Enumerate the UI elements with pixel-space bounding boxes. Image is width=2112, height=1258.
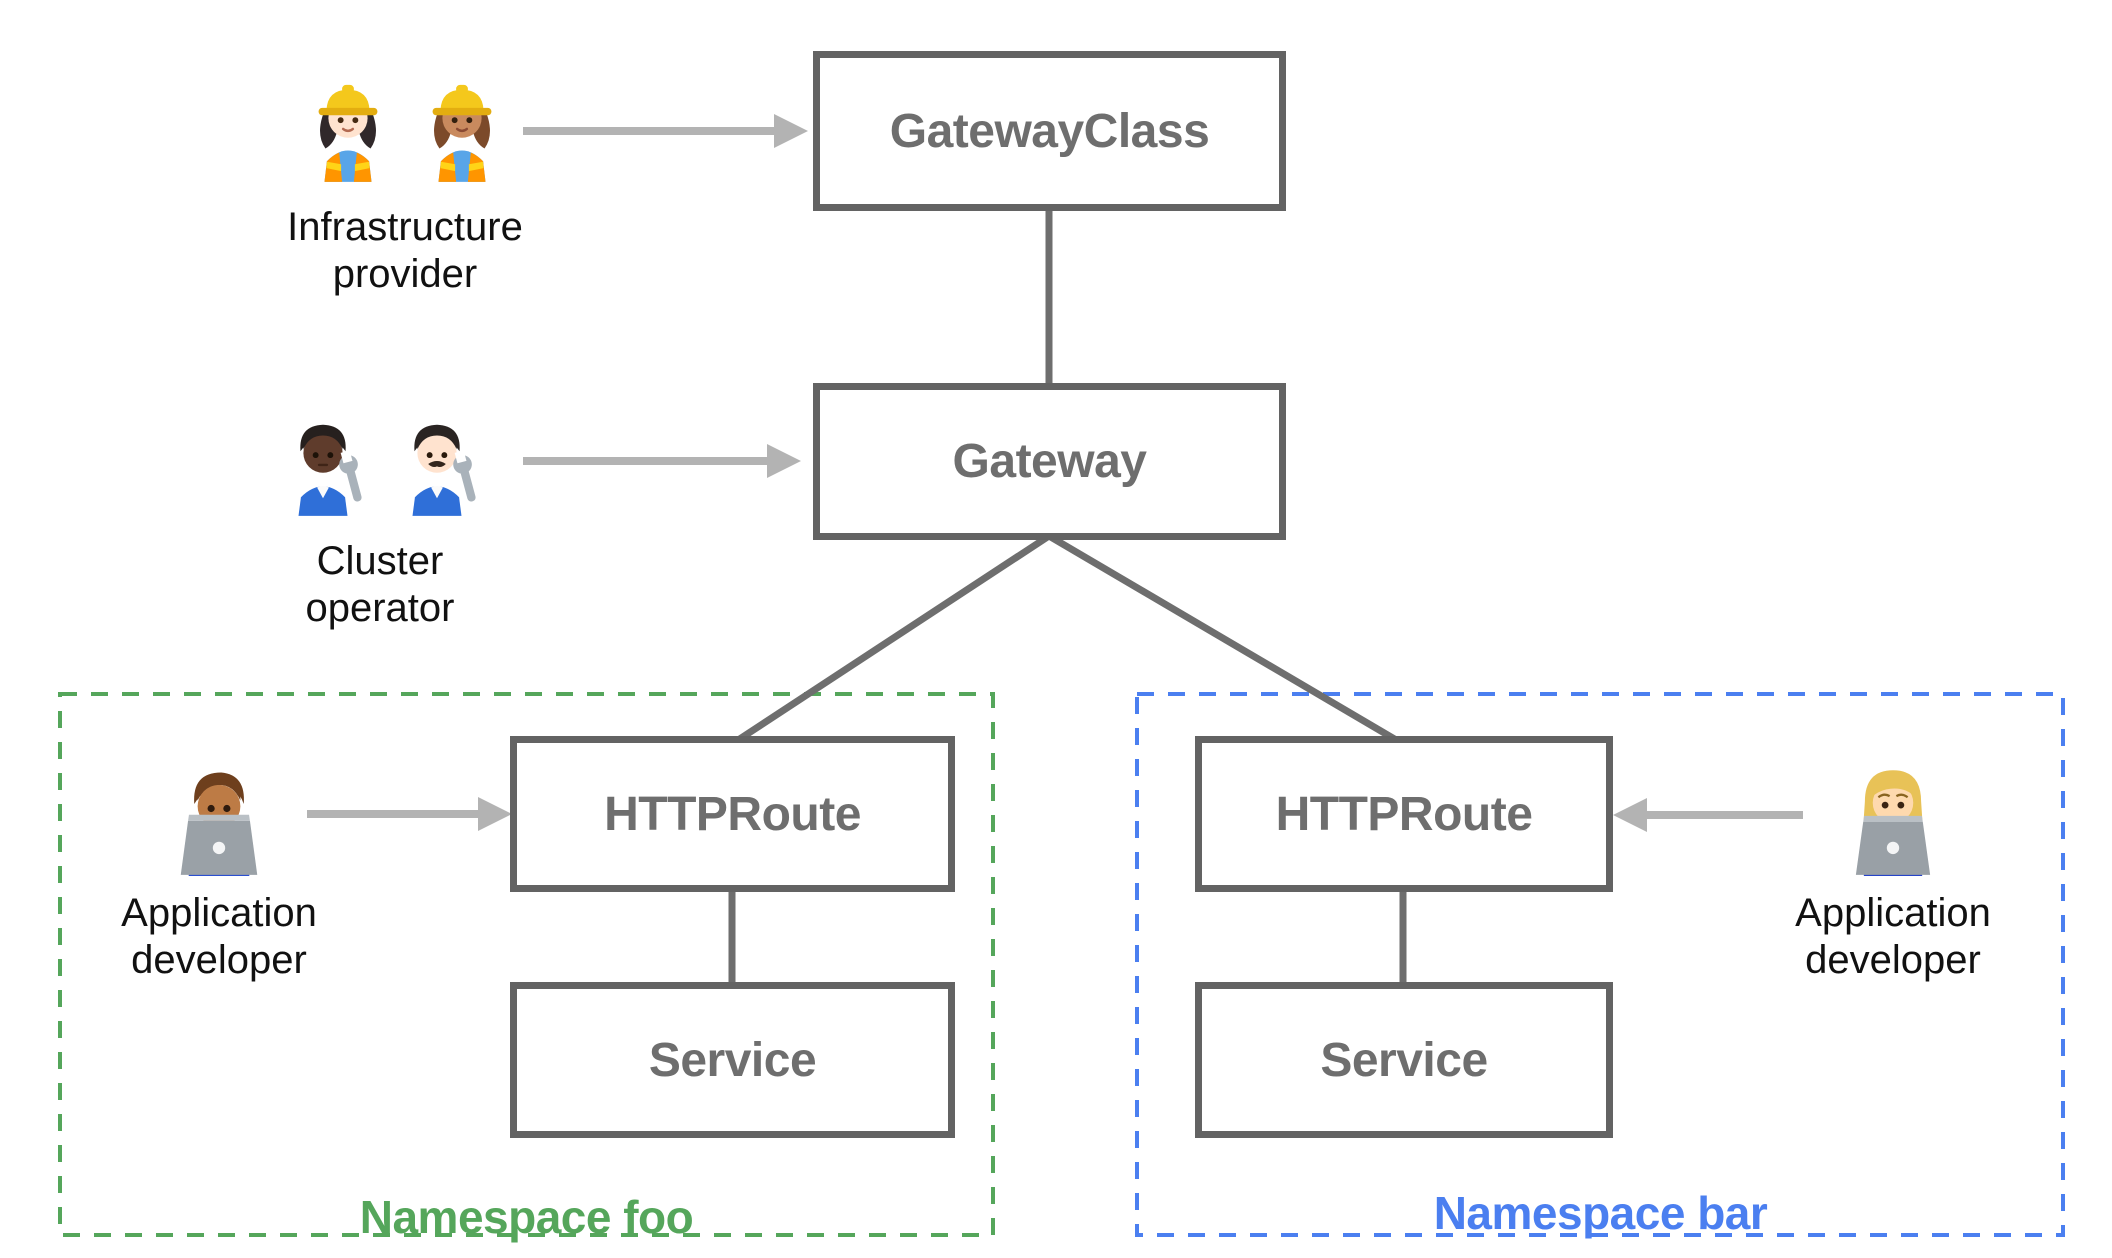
edge-gateway-httproute-bar xyxy=(1047,532,1405,748)
namespace-foo-boundary xyxy=(58,692,995,1237)
persona-dev-bar-label-line2: developer xyxy=(1805,938,1981,982)
node-service-bar: Service xyxy=(1195,982,1613,1138)
node-httproute-foo: HTTPRoute xyxy=(510,736,955,892)
persona-cluster-icons xyxy=(274,398,486,524)
persona-infrastructure-provider: Infrastructure provider xyxy=(245,64,565,298)
node-httproute-bar-label: HTTPRoute xyxy=(1275,787,1533,841)
persona-infrastructure-icons xyxy=(299,64,511,190)
persona-application-developer-bar: Application developer xyxy=(1733,750,2053,984)
node-httproute-foo-label: HTTPRoute xyxy=(604,787,861,841)
persona-dev-foo-label-line2: developer xyxy=(131,938,307,982)
node-gatewayclass-label: GatewayClass xyxy=(889,104,1210,158)
persona-infrastructure-label-line1: Infrastructure xyxy=(287,205,523,249)
persona-dev-foo-label-line1: Application xyxy=(121,891,317,935)
woman-construction-worker-light-icon xyxy=(318,84,378,182)
arrow-developer-to-httproute-bar xyxy=(1613,798,1803,832)
man-mechanic-light-icon xyxy=(412,424,476,516)
persona-application-developer-foo: Application developer xyxy=(59,750,379,984)
persona-dev-foo-icons xyxy=(162,750,276,876)
node-service-bar-label: Service xyxy=(1320,1033,1488,1087)
man-technologist-icon xyxy=(180,772,258,876)
node-service-foo: Service xyxy=(510,982,955,1138)
woman-technologist-icon xyxy=(1855,770,1931,876)
node-gatewayclass: GatewayClass xyxy=(813,51,1286,211)
node-service-foo-label: Service xyxy=(648,1033,817,1087)
namespace-bar-boundary xyxy=(1135,692,2065,1237)
node-httproute-bar: HTTPRoute xyxy=(1195,736,1613,892)
person-mechanic-dark-icon xyxy=(298,424,362,516)
arrow-developer-to-httproute-foo xyxy=(307,797,512,831)
namespace-bar-label: Namespace bar xyxy=(1433,1187,1768,1239)
woman-construction-worker-medium-icon xyxy=(432,84,492,182)
persona-dev-bar-icons xyxy=(1836,750,1950,876)
node-gateway: Gateway xyxy=(813,383,1286,540)
persona-dev-bar-label-line1: Application xyxy=(1795,891,1991,935)
persona-infrastructure-label-line2: provider xyxy=(332,252,478,296)
persona-cluster-label-line1: Cluster xyxy=(316,539,444,583)
namespace-foo-label: Namespace foo xyxy=(359,1191,694,1243)
arrow-cluster-operator-to-gateway xyxy=(523,444,801,478)
arrow-infrastructure-provider-to-gatewayclass xyxy=(523,114,808,148)
node-gateway-label: Gateway xyxy=(952,435,1147,488)
edge-gateway-httproute-foo xyxy=(730,533,1051,747)
persona-cluster-operator: Cluster operator xyxy=(220,398,540,632)
persona-cluster-label-line2: operator xyxy=(305,586,455,630)
